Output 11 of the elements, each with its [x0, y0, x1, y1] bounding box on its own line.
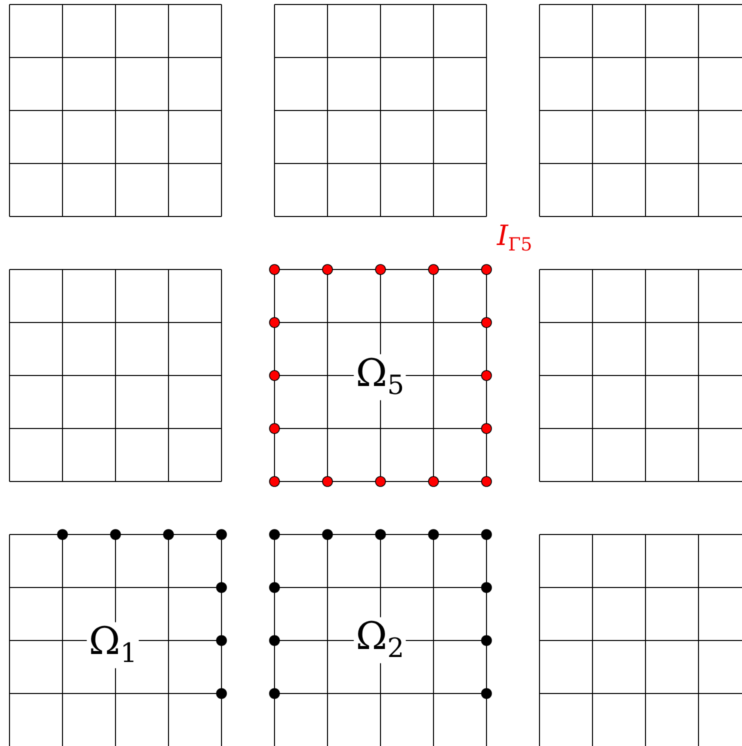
subdomain-grid [539, 4, 742, 217]
subdomain-grid [539, 534, 742, 746]
subdomain-label: Ω$_{5}$ [354, 354, 406, 400]
subdomain-grid [9, 4, 222, 217]
subdomain-grid [9, 534, 222, 746]
subdomain-label: Ω$_{1}$ [86, 622, 140, 668]
subdomain-grid [274, 4, 487, 217]
subdomain-label: Ω$_{2}$ [354, 617, 406, 663]
interface-label: I$_{Γ5}$ [497, 222, 532, 255]
subdomain-grid [9, 269, 222, 482]
subdomain-grid [539, 269, 742, 482]
